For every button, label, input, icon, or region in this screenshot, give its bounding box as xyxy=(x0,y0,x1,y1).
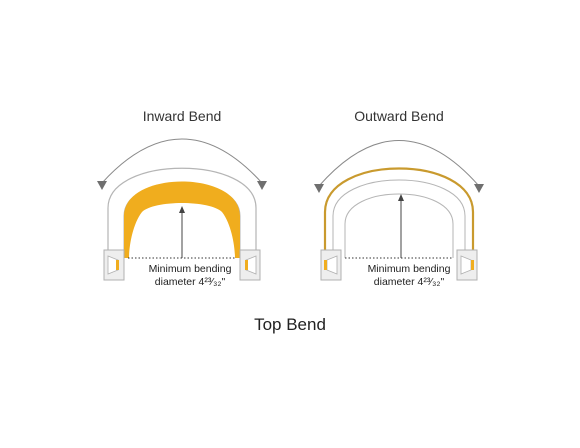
inward-radius-arrowhead xyxy=(179,206,185,213)
outward-arrowhead-left xyxy=(314,184,324,193)
outward-rotation-arrow-arc xyxy=(318,140,480,187)
top-bend-title: Top Bend xyxy=(254,315,326,334)
inward-bend-title: Inward Bend xyxy=(142,108,222,124)
outward-led-edge xyxy=(323,167,475,256)
inward-caption-line1: Minimum bending xyxy=(148,263,232,275)
inward-left-endcap-led xyxy=(116,260,119,270)
inward-bend-diagram xyxy=(97,138,267,281)
outward-caption-line1: Minimum bending xyxy=(367,263,451,275)
outward-caption-line2: diameter 4²³⁄₃₂" xyxy=(373,276,445,288)
outward-bend-diagram xyxy=(314,140,484,281)
inward-led-fill xyxy=(124,181,240,258)
inward-arrowhead-left xyxy=(97,181,107,190)
inward-arrowhead-right xyxy=(257,181,267,190)
inward-right-endcap-led xyxy=(245,260,248,270)
inward-strip-outer-outline xyxy=(107,167,257,256)
outward-bend-title: Outward Bend xyxy=(354,108,444,124)
outward-right-endcap-led xyxy=(471,260,474,270)
outward-bend-caption: Minimum bending diameter 4²³⁄₃₂" xyxy=(339,263,479,289)
outward-left-endcap-led xyxy=(324,260,327,270)
outward-radius-arrowhead xyxy=(398,194,404,201)
outward-strip-inner-outline xyxy=(344,193,454,258)
inward-bend-caption: Minimum bending diameter 4²³⁄₃₂" xyxy=(120,263,260,289)
inward-rotation-arrow-arc xyxy=(101,138,263,184)
inward-bend-figure: Inward Bend Minimum bending diameter 4²³… xyxy=(72,100,292,300)
outward-strip-middle-outline xyxy=(332,179,466,256)
outward-bend-figure: Outward Bend Minimum bending diameter 4²… xyxy=(289,100,509,300)
inward-caption-line2: diameter 4²³⁄₃₂" xyxy=(154,276,226,288)
outward-arrowhead-right xyxy=(474,184,484,193)
